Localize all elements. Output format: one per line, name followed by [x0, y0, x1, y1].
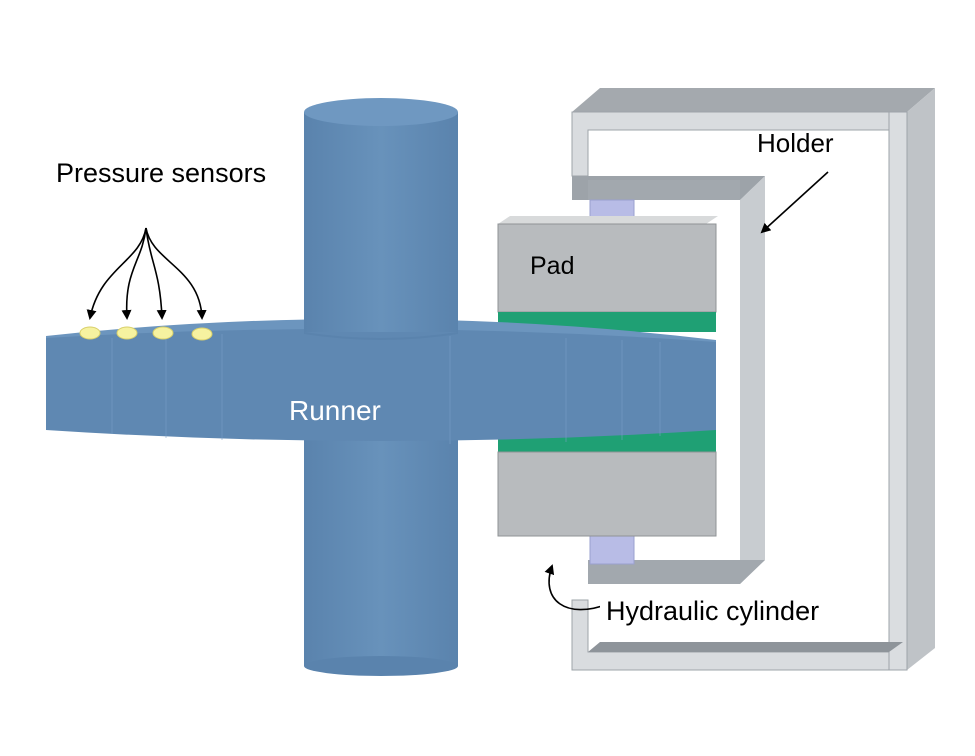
- pad-lower-front: [497, 451, 717, 537]
- holder-label: Holder: [757, 128, 834, 158]
- hydraulic-cylinder-arrow: [544, 564, 609, 611]
- hydraulic-cylinder-lower: [589, 535, 635, 565]
- shaft-through-disk: [304, 300, 458, 332]
- holder-top-face: [572, 88, 935, 112]
- pressure-sensor: [191, 327, 213, 341]
- pressure-sensors: [79, 326, 213, 341]
- sensor-arrow: [145, 227, 207, 320]
- runner-top-surface: [46, 318, 716, 350]
- sensor-callout-arrows: [86, 227, 207, 320]
- holder-top-bar: [571, 111, 908, 177]
- shaft-disk-junction: [304, 332, 458, 340]
- holder-lower-arm: [588, 560, 765, 584]
- pad-upper: [497, 216, 718, 332]
- sensor-arrow: [86, 227, 147, 320]
- holder-right-side: [907, 88, 935, 670]
- shaft-top-face: [304, 98, 458, 126]
- runner-label: Runner: [289, 395, 381, 426]
- hydraulic-cylinder-label: Hydraulic cylinder: [606, 596, 819, 626]
- hydraulic-cylinder-label-bg: [600, 590, 860, 630]
- shaft-upper: [304, 112, 458, 334]
- holder-right-bar: [888, 111, 908, 671]
- pressure-sensors-label: Pressure sensors: [56, 158, 266, 188]
- sensor-arrow: [145, 227, 167, 320]
- pressure-sensor: [116, 326, 138, 340]
- holder-inner-plate-side: [740, 176, 765, 584]
- shaft-lower: [304, 440, 458, 666]
- holder-bottom-inner: [588, 642, 903, 652]
- runner-disk: [46, 300, 716, 444]
- runner-body: [46, 328, 716, 441]
- pad-upper-front: [497, 223, 717, 313]
- holder-arrow: [760, 171, 829, 234]
- pressure-sensor: [79, 326, 101, 340]
- pressure-sensor: [152, 326, 174, 340]
- holder-frame: [571, 88, 935, 671]
- pad-lower: [497, 430, 717, 537]
- pad-label: Pad: [530, 252, 574, 280]
- holder-upper-arm: [588, 180, 740, 200]
- sensor-arrow: [121, 227, 147, 320]
- pad-upper-top-face: [498, 216, 718, 224]
- shaft-bottom-face: [304, 656, 458, 676]
